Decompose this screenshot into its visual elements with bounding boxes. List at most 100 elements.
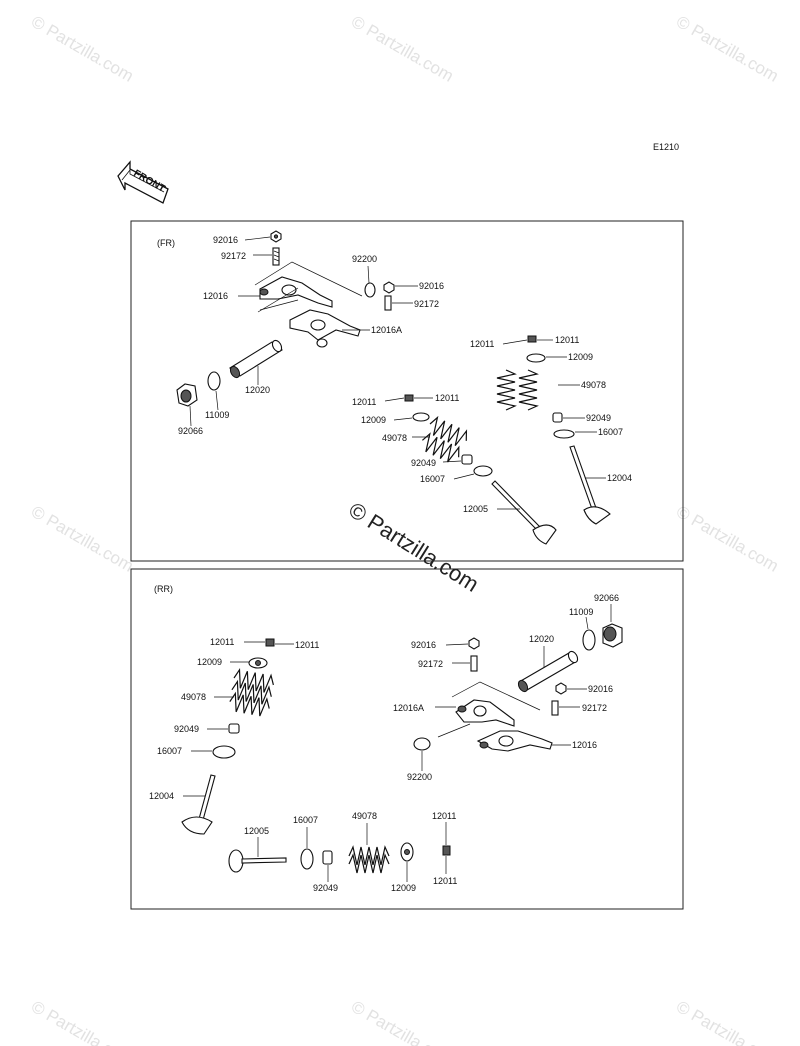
section-front-frame xyxy=(130,220,684,562)
rocker-arm-part xyxy=(476,730,553,752)
callout-label: 12011 xyxy=(432,811,456,821)
thrust-washer-part xyxy=(364,282,376,298)
callout-label: 12009 xyxy=(361,415,386,425)
rocker-arm-part xyxy=(259,276,333,308)
watermark: © Partzilla.com xyxy=(28,12,137,86)
watermark: © Partzilla.com xyxy=(673,502,782,576)
rocker-shaft-part xyxy=(229,339,283,379)
callout-label: 92049 xyxy=(411,458,436,468)
callout-label: 12020 xyxy=(529,634,554,644)
callout-label: 12009 xyxy=(197,657,222,667)
callout-label: 11009 xyxy=(205,410,229,420)
callout-label: 16007 xyxy=(293,815,318,825)
section-rear-label: (RR) xyxy=(154,584,173,594)
callout-label: 92172 xyxy=(582,703,607,713)
valve-cotter-part xyxy=(265,638,275,647)
callout-label: 16007 xyxy=(598,427,623,437)
watermark: © Partzilla.com xyxy=(673,997,782,1046)
callout-label: 16007 xyxy=(420,474,445,484)
valve-cotter-part xyxy=(527,335,537,343)
callout-label: 92172 xyxy=(418,659,443,669)
callout-label: 92049 xyxy=(313,883,338,893)
adjuster-screw-part xyxy=(272,247,280,266)
front-arrow-icon: FRONT xyxy=(117,160,169,204)
callout-label: 92172 xyxy=(414,299,439,309)
nut-part xyxy=(383,281,395,294)
rocker-arm-part xyxy=(289,309,361,348)
section-rear: (RR) 12011 12011 12009 49078 92049 16007… xyxy=(130,568,684,910)
valve-cotter-part xyxy=(404,394,414,402)
adjuster-screw-part xyxy=(551,700,559,716)
callout-label: 92172 xyxy=(221,251,246,261)
o-ring-part xyxy=(207,371,221,391)
callout-label: 12005 xyxy=(463,504,488,514)
callout-label: 12011 xyxy=(435,393,459,403)
plug-bolt-part xyxy=(602,623,623,648)
callout-label: 12011 xyxy=(555,335,579,345)
callout-label: 92049 xyxy=(586,413,611,423)
callout-label: 12011 xyxy=(433,876,457,886)
o-ring-part xyxy=(582,629,596,651)
spring-seat-part xyxy=(228,723,240,734)
callout-label: 92016 xyxy=(419,281,444,291)
callout-label: 12020 xyxy=(245,385,270,395)
valve-stem-seal-part xyxy=(473,465,493,477)
section-front-label: (FR) xyxy=(157,238,175,248)
callout-label: 12011 xyxy=(210,637,234,647)
callout-label: 11009 xyxy=(569,607,593,617)
rocker-arm-part xyxy=(455,699,515,727)
callout-label: 92066 xyxy=(178,426,203,436)
valve-spring-part xyxy=(348,846,390,874)
callout-label: 49078 xyxy=(382,433,407,443)
valve-stem-seal-part xyxy=(212,745,236,759)
callout-label: 12011 xyxy=(470,339,494,349)
callout-label: 92200 xyxy=(407,772,432,782)
callout-label: 12016 xyxy=(203,291,228,301)
valve-spring-part xyxy=(496,369,538,411)
nut-part xyxy=(555,682,567,695)
callout-label: 12016A xyxy=(393,703,424,713)
spring-seat-part xyxy=(552,412,563,423)
spring-seat-part xyxy=(461,454,473,465)
watermark: © Partzilla.com xyxy=(348,12,457,86)
watermark: © Partzilla.com xyxy=(348,997,457,1046)
section-rear-frame xyxy=(130,568,684,910)
section-front: (FR) 92016 92172 12016 92200 92016 92 xyxy=(130,220,684,562)
watermark: © Partzilla.com xyxy=(28,502,137,576)
valve-stem-seal-part xyxy=(553,429,575,439)
callout-label: 92016 xyxy=(213,235,238,245)
callout-label: 92016 xyxy=(588,684,613,694)
adjuster-screw-part xyxy=(384,295,392,311)
callout-label: 92200 xyxy=(352,254,377,264)
valve-spring-part xyxy=(227,668,276,719)
callout-label: 49078 xyxy=(352,811,377,821)
nut-part xyxy=(270,230,282,243)
callout-label: 49078 xyxy=(181,692,206,702)
callout-label: 12009 xyxy=(391,883,416,893)
spring-retainer-part xyxy=(526,353,546,363)
spring-seat-part xyxy=(322,850,333,865)
watermark: © Partzilla.com xyxy=(28,997,137,1046)
exhaust-valve-part xyxy=(569,445,611,525)
intake-valve-part xyxy=(228,849,287,873)
callout-label: 12016A xyxy=(371,325,402,335)
adjuster-screw-part xyxy=(470,655,478,672)
exhaust-valve-part xyxy=(181,774,216,835)
nut-part xyxy=(468,637,480,650)
rocker-shaft-part xyxy=(517,650,579,693)
callout-label: 12016 xyxy=(572,740,597,750)
spring-retainer-part xyxy=(412,412,430,422)
diagram-code: E1210 xyxy=(653,142,679,152)
callout-label: 12004 xyxy=(149,791,174,801)
watermark: © Partzilla.com xyxy=(673,12,782,86)
plug-bolt-part xyxy=(176,383,198,407)
callout-label: 12011 xyxy=(352,397,376,407)
callout-label: 12011 xyxy=(295,640,319,650)
callout-label: 12009 xyxy=(568,352,593,362)
intake-valve-part xyxy=(491,480,557,545)
callout-label: 12005 xyxy=(244,826,269,836)
callout-label: 92066 xyxy=(594,593,619,603)
callout-label: 92016 xyxy=(411,640,436,650)
thrust-washer-part xyxy=(413,737,431,751)
